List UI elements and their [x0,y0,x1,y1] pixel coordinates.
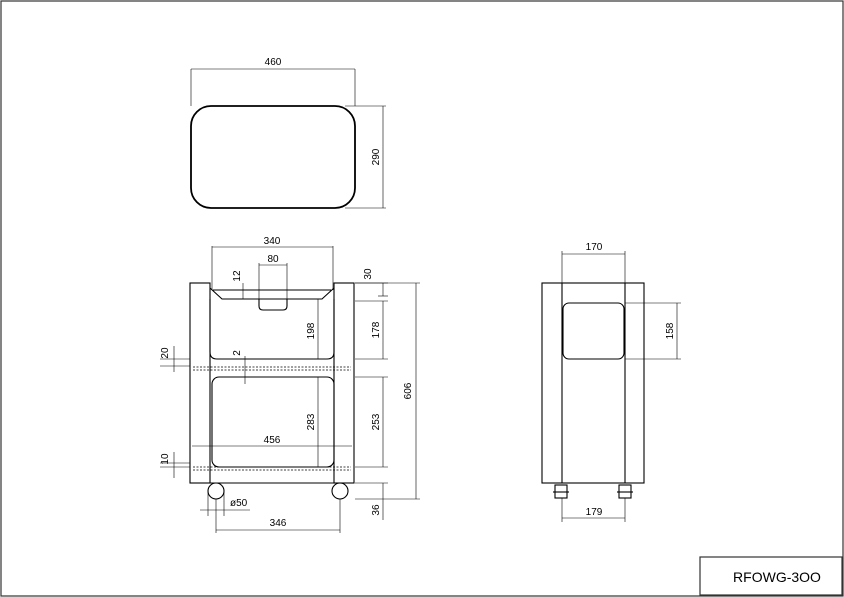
dim-lower-opening: 283 [306,413,317,430]
side-body-outline [541,282,645,484]
dim-inner-width: 456 [264,435,281,446]
upper-opening [209,299,335,360]
dim-shelf-thickness-lower: 10 [160,453,171,465]
dim-caster-height: 36 [371,504,382,516]
dim-top-rim: 30 [363,268,374,280]
model-number: RFOWG-3OO [733,569,821,585]
lower-opening [211,376,335,468]
left-side-panel [189,282,211,484]
dim-shelf-thickness-upper: 20 [160,347,171,359]
front-view: 340 80 12 30 198 178 20 2 606 [160,236,420,533]
dim-total-height: 606 [403,382,414,399]
dim-handle-cutout: 80 [267,254,279,265]
dim-caster-diameter: ø50 [230,498,248,509]
dim-top-width: 460 [265,57,282,68]
side-view: 170 158 179 [541,242,681,522]
top-view: 460 290 [190,57,386,209]
dim-side-window-height: 158 [665,322,676,339]
dim-side-caster-span: 179 [586,507,603,518]
dim-shelf-gap-small: 2 [232,350,243,356]
dim-caster-span: 346 [270,518,287,529]
top-view-outline [190,105,356,209]
dim-upper-shelf-gap: 178 [371,321,382,338]
dim-handle-depth: 12 [232,270,243,282]
right-caster [331,482,349,500]
dim-lower-shelf-gap: 253 [371,413,382,430]
title-block: RFOWG-3OO [699,556,843,596]
dim-upper-opening: 198 [306,322,317,339]
left-caster [207,482,225,500]
side-window [562,302,625,360]
top-handle-rim [209,287,335,300]
dim-handle-span: 340 [264,236,281,247]
handle-cutout [258,299,288,311]
dim-top-depth: 290 [371,148,382,165]
right-side-panel [333,282,355,484]
dim-side-width: 170 [586,242,603,253]
